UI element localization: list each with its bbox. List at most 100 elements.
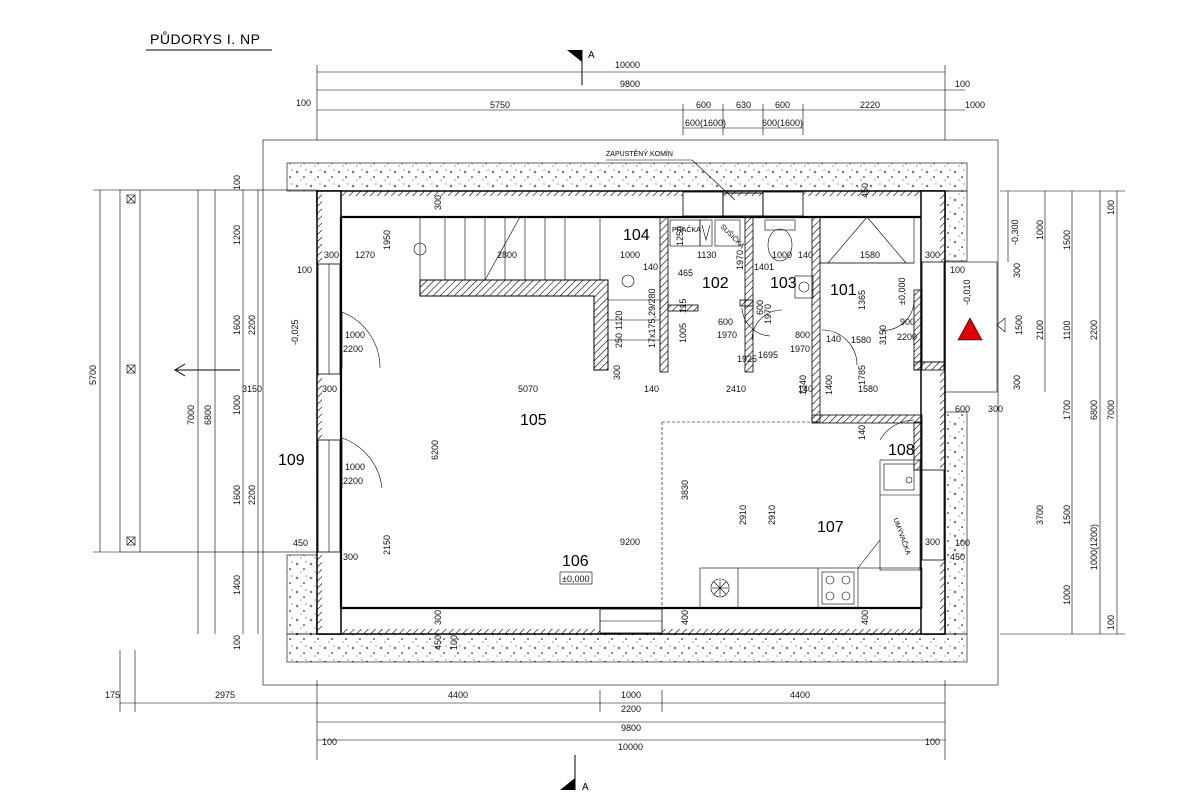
dim-bottom-right-margin: 100 <box>925 737 940 747</box>
dim-top-1000: 1000 <box>965 100 985 110</box>
dim-right-3700: 3700 <box>1035 505 1045 525</box>
section-marker-bottom <box>560 755 576 790</box>
dim-right-100a: 100 <box>1106 200 1116 215</box>
section-marker-top <box>567 50 583 85</box>
svg-text:1005: 1005 <box>678 323 688 343</box>
svg-text:1785: 1785 <box>857 365 867 385</box>
dim-bottom-175: 175 <box>105 690 120 700</box>
dim-left-1600a: 1600 <box>232 315 242 335</box>
dim-right-1500a: 1500 <box>1062 230 1072 250</box>
dim-right-1100: 1100 <box>1062 321 1072 340</box>
svg-text:140: 140 <box>798 384 813 394</box>
svg-text:100: 100 <box>950 265 965 275</box>
svg-text:2200: 2200 <box>343 344 363 354</box>
svg-text:1580: 1580 <box>858 384 878 394</box>
dim-left-1000: 1000 <box>232 395 242 415</box>
svg-text:1970: 1970 <box>735 250 745 270</box>
svg-text:400: 400 <box>860 610 870 625</box>
svg-text:1400: 1400 <box>824 375 834 395</box>
dim-right-1500b: 1500 <box>1014 315 1024 335</box>
level-outer: -0,300 <box>1010 219 1020 245</box>
svg-text:5070: 5070 <box>518 384 538 394</box>
dim-left-2200b: 2200 <box>247 485 257 505</box>
level-terrace: -0,025 <box>290 319 300 345</box>
staircase <box>413 216 661 370</box>
svg-text:600: 600 <box>718 317 733 327</box>
dim-bottom-4400a: 4400 <box>448 690 468 700</box>
room-109-label: 109 <box>278 452 305 469</box>
section-marker-bottom-label: A <box>582 782 589 793</box>
dim-right-100b: 100 <box>1106 615 1116 630</box>
dim-top-2220: 2220 <box>860 100 880 110</box>
svg-text:1365: 1365 <box>857 290 867 310</box>
dim-left-100b: 100 <box>232 635 242 650</box>
svg-text:1970: 1970 <box>717 330 737 340</box>
svg-text:2200: 2200 <box>343 476 363 486</box>
dim-right-7000: 7000 <box>1106 400 1116 420</box>
svg-text:300: 300 <box>1012 375 1022 390</box>
svg-text:1120: 1120 <box>614 311 624 330</box>
chimney-label: ZAPUSTĚNÝ KOMÍN <box>606 149 673 158</box>
svg-text:1401: 1401 <box>754 262 774 272</box>
svg-text:6200: 6200 <box>430 440 440 460</box>
dim-left-5700: 5700 <box>88 365 98 385</box>
svg-text:140: 140 <box>826 334 841 344</box>
level-entry: ±0,000 <box>897 278 907 305</box>
dim-top-left-margin: 100 <box>296 98 311 108</box>
room-103-label: 103 <box>770 275 797 292</box>
dim-right-1000b: 1000 <box>1062 585 1072 605</box>
svg-text:250: 250 <box>614 333 624 348</box>
svg-text:1000: 1000 <box>772 250 792 260</box>
dimension-lines-bottom <box>119 650 946 760</box>
dimension-lines-right <box>1000 190 1125 635</box>
svg-text:450: 450 <box>860 183 870 198</box>
svg-text:1000: 1000 <box>345 330 365 340</box>
inner-dimensions: 1950 1270 2800 1000 1130 1000 140 1580 3… <box>242 183 1022 650</box>
section-marker-top-label: A <box>588 50 595 61</box>
svg-text:300: 300 <box>324 250 339 260</box>
svg-text:300: 300 <box>433 195 443 210</box>
dim-top-right-margin: 100 <box>955 79 970 89</box>
svg-text:140: 140 <box>798 250 813 260</box>
svg-text:100: 100 <box>449 635 459 650</box>
room-104-label: 104 <box>623 227 650 244</box>
chimney-leader-2 <box>691 159 736 201</box>
dim-bottom-total: 10000 <box>618 742 643 752</box>
svg-text:1925: 1925 <box>737 354 757 364</box>
svg-text:450: 450 <box>293 538 308 548</box>
dim-left-1400: 1400 <box>232 575 242 595</box>
dim-left-2200a: 2200 <box>247 315 257 335</box>
svg-text:1580: 1580 <box>851 335 871 345</box>
svg-text:3150: 3150 <box>878 325 888 345</box>
entrance-triangle-icon <box>957 317 983 341</box>
partitions <box>659 216 945 471</box>
svg-text:140: 140 <box>644 384 659 394</box>
umyvacka-label: UMÝVAČKA <box>891 516 913 556</box>
svg-text:1130: 1130 <box>697 250 716 260</box>
window-openings <box>317 191 945 634</box>
svg-text:9200: 9200 <box>620 537 640 547</box>
dim-top-600-1600b: 600(1600) <box>762 118 803 128</box>
svg-text:465: 465 <box>678 268 693 278</box>
dimension-lines-top <box>316 65 965 140</box>
level-stair: -0,010 <box>962 279 972 305</box>
svg-text:900: 900 <box>900 317 915 327</box>
svg-text:300: 300 <box>612 365 622 380</box>
dim-top-600b: 600 <box>775 100 790 110</box>
svg-text:3150: 3150 <box>242 384 262 394</box>
dim-top-inner: 9800 <box>620 79 640 89</box>
door-swings <box>341 299 915 489</box>
svg-text:800: 800 <box>795 330 810 340</box>
dim-bottom-inner: 9800 <box>621 723 641 733</box>
dim-left-6800: 6800 <box>203 405 213 425</box>
dim-bottom-4400b: 4400 <box>790 690 810 700</box>
svg-text:1270: 1270 <box>355 250 375 260</box>
plan-title: PŮDORYS I. NP <box>150 30 261 47</box>
dim-top-630: 630 <box>736 100 751 110</box>
dim-right-6800: 6800 <box>1089 400 1099 420</box>
dimension-lines-left <box>93 189 259 634</box>
svg-text:600: 600 <box>755 300 765 315</box>
room-102-label: 102 <box>702 275 729 292</box>
svg-text:1695: 1695 <box>758 350 778 360</box>
site-outline <box>262 139 999 686</box>
